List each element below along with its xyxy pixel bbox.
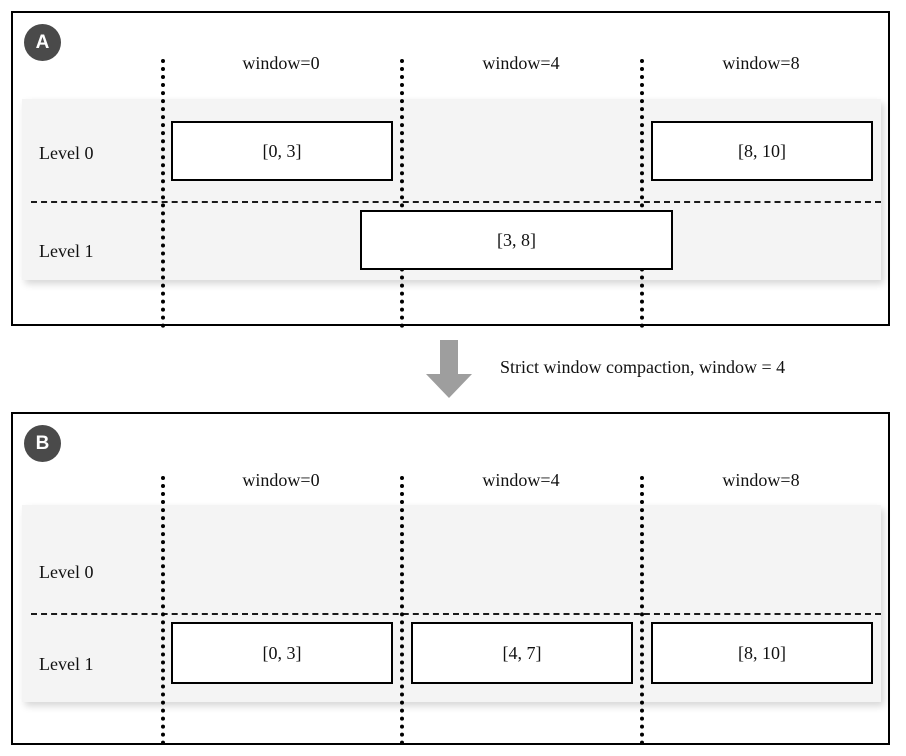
panel-a-level-separator [31,201,881,203]
panel-a-level0-box-0[interactable]: [0, 3] [171,121,393,181]
panel-b-window-header-1: window=4 [482,470,560,490]
panel-a-level1-box-0[interactable]: [3, 8] [360,210,673,270]
panel-a-level-label-0: Level 0 [39,143,94,163]
transition-group: Strict window compaction, window = 4 [0,326,906,412]
panel-a-window-header-1: window=4 [482,53,560,73]
panel-b-level1-box-0[interactable]: [0, 3] [171,622,393,684]
down-arrow-icon [426,340,472,398]
panel-a-window-divider-0 [161,59,165,328]
panel-a-window-header-2: window=8 [722,53,800,73]
panel-a: A window=0 window=4 window=8 Level 0 Lev… [11,11,890,328]
panel-b-window-divider-2 [640,476,644,745]
panel-a-level0-box-1[interactable]: [8, 10] [651,121,873,181]
panel-b-level-label-1: Level 1 [39,654,94,674]
panel-b-level1-box-1[interactable]: [4, 7] [411,622,633,684]
panel-b-badge: B [24,425,61,462]
panel-a-window-divider-1 [400,59,404,328]
panel-b-level-label-0: Level 0 [39,562,94,582]
panel-a-window-divider-2 [640,59,644,328]
panel-a-badge: A [24,24,61,61]
panel-a-level-label-1: Level 1 [39,241,94,261]
panel-b-window-header-0: window=0 [242,470,320,490]
panel-b: B window=0 window=4 window=8 Level 0 Lev… [11,412,890,745]
panel-b-window-header-2: window=8 [722,470,800,490]
panel-b-window-divider-0 [161,476,165,745]
panel-b-level-separator [31,613,881,615]
transition-caption: Strict window compaction, window = 4 [500,357,786,377]
panel-b-window-divider-1 [400,476,404,745]
panel-a-window-header-0: window=0 [242,53,320,73]
panel-b-level1-box-2[interactable]: [8, 10] [651,622,873,684]
